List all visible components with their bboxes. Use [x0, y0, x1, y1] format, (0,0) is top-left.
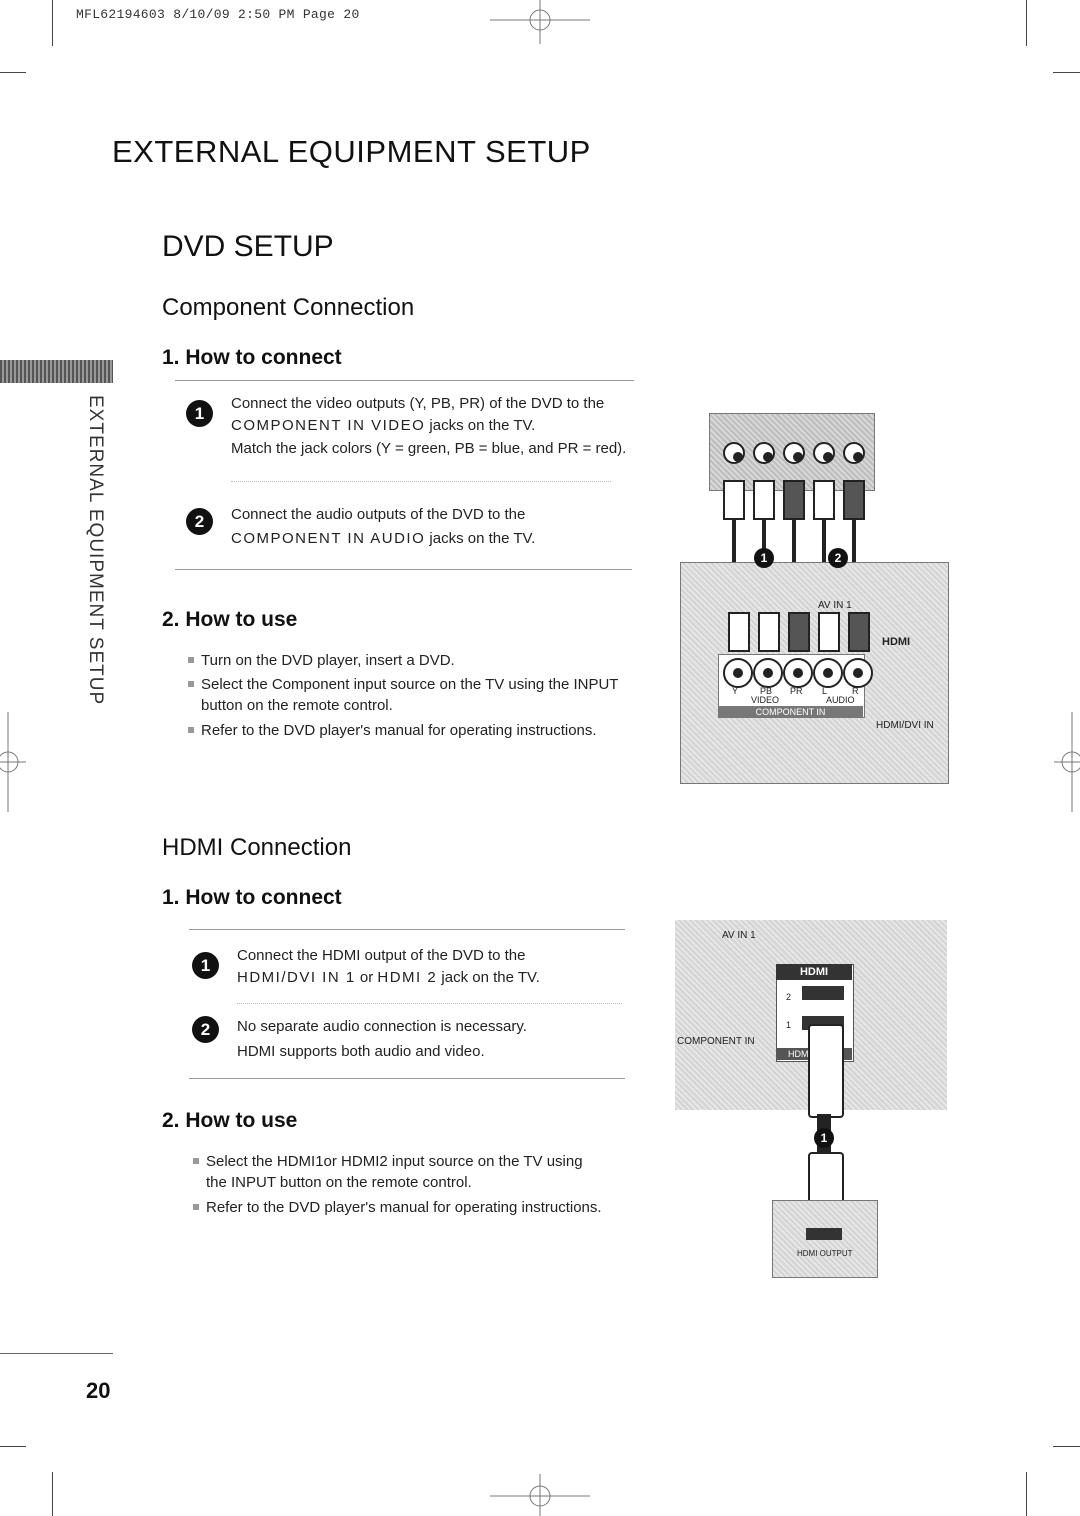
- tv-jack-pb: [753, 658, 783, 688]
- divider: [231, 481, 611, 482]
- tv-jack-pr: [783, 658, 813, 688]
- av-in-label: AV IN 1: [722, 930, 756, 941]
- component-in-label: COMPONENT IN: [718, 706, 863, 718]
- dvd-jack-r: [843, 442, 865, 464]
- divider: [189, 929, 625, 930]
- section-title: DVD SETUP: [162, 230, 334, 263]
- page-title: EXTERNAL EQUIPMENT SETUP: [112, 134, 591, 169]
- divider: [237, 1003, 622, 1004]
- crop-mark: [0, 72, 26, 73]
- dvd-jack-l: [813, 442, 835, 464]
- registration-mark-icon: [490, 1474, 590, 1516]
- dvd-jack-pb: [753, 442, 775, 464]
- dvd-jack-y: [723, 442, 745, 464]
- jack-label-pr: PR: [790, 686, 803, 696]
- step-number-1: 1: [186, 400, 213, 427]
- divider: [175, 569, 632, 570]
- crop-mark: [1053, 1446, 1080, 1447]
- plug-l: [813, 480, 835, 520]
- list-item: Turn on the DVD player, insert a DVD.: [188, 650, 621, 671]
- hdmi-port-2: [802, 986, 844, 1000]
- video-label: VIDEO: [751, 695, 780, 705]
- side-label: EXTERNAL EQUIPMENT SETUP: [85, 395, 106, 706]
- component-step1-line1: Connect the video outputs (Y, PB, PR) of…: [231, 395, 605, 412]
- footer-rule: [0, 1353, 113, 1354]
- plug-pr: [783, 480, 805, 520]
- tv-plug-r: [848, 612, 870, 652]
- page-number: 20: [86, 1378, 111, 1403]
- component-how-to-connect: 1. How to connect: [162, 346, 342, 369]
- crop-mark: [0, 1446, 26, 1447]
- hdmi-step1-line2: HDMI/DVI IN 1 or HDMI 2 jack on the TV.: [237, 969, 540, 986]
- crop-mark: [52, 0, 53, 46]
- hdmi-how-to-use: 2. How to use: [162, 1109, 298, 1132]
- tv-jack-r: [843, 658, 873, 688]
- hdmi-logo: HDMI: [882, 636, 911, 648]
- component-connection-title: Component Connection: [162, 294, 415, 321]
- port-2-label: 2: [786, 992, 792, 1002]
- list-item: Refer to the DVD player's manual for ope…: [188, 720, 621, 741]
- step-number-2: 2: [192, 1016, 219, 1043]
- registration-mark-icon: [490, 0, 590, 44]
- divider: [175, 380, 634, 381]
- crop-mark: [1026, 0, 1027, 46]
- list-item: Select the Component input source on the…: [188, 674, 621, 716]
- tv-jack-y: [723, 658, 753, 688]
- component-in-label: COMPONENT IN: [677, 1036, 755, 1047]
- hdmi-plug-top: [808, 1024, 844, 1118]
- crop-mark: [1026, 1472, 1027, 1516]
- registration-mark-icon: [1054, 712, 1080, 812]
- divider: [189, 1078, 625, 1079]
- hdmi-logo: HDMI: [776, 964, 852, 980]
- component-step2-line1: Connect the audio outputs of the DVD to …: [231, 506, 526, 523]
- dvd-hdmi-port: [806, 1228, 842, 1240]
- jack-label-y: Y: [732, 686, 739, 696]
- dvd-jack-pr: [783, 442, 805, 464]
- av-in-label: AV IN 1: [818, 600, 852, 611]
- hdmi-how-to-connect: 1. How to connect: [162, 886, 342, 909]
- tv-plug-y: [728, 612, 750, 652]
- plug-r: [843, 480, 865, 520]
- step-number-2: 2: [186, 508, 213, 535]
- list-item: Select the HDMI1or HDMI2 input source on…: [193, 1151, 606, 1193]
- hdmi-output-label: HDMI OUTPUT: [797, 1249, 853, 1258]
- plug-y: [723, 480, 745, 520]
- jack-label-pb: PB: [760, 686, 773, 696]
- component-step2-line2: COMPONENT IN AUDIO jacks on the TV.: [231, 530, 536, 547]
- registration-mark-icon: [0, 712, 26, 812]
- hdmi-dvi-label: HDMI/DVI IN: [876, 720, 934, 731]
- list-item: Refer to the DVD player's manual for ope…: [193, 1197, 616, 1218]
- marker-1: 1: [754, 548, 774, 568]
- marker-1: 1: [814, 1128, 834, 1148]
- print-slug: MFL62194603 8/10/09 2:50 PM Page 20: [76, 7, 360, 22]
- tv-plug-l: [818, 612, 840, 652]
- port-1-label: 1: [786, 1020, 792, 1030]
- crop-mark: [1053, 72, 1080, 73]
- plug-pb: [753, 480, 775, 520]
- hdmi-step2-line2: HDMI supports both audio and video.: [237, 1043, 485, 1060]
- tv-plug-pb: [758, 612, 780, 652]
- hdmi-connection-title: HDMI Connection: [162, 834, 352, 861]
- component-how-to-use: 2. How to use: [162, 608, 298, 631]
- side-tab-marker: [0, 360, 113, 383]
- jack-label-r: R: [852, 686, 859, 696]
- step-number-1: 1: [192, 952, 219, 979]
- hdmi-step1-line1: Connect the HDMI output of the DVD to th…: [237, 947, 526, 964]
- crop-mark: [52, 1472, 53, 1516]
- component-step1-line2: COMPONENT IN VIDEO jacks on the TV.: [231, 417, 536, 434]
- marker-2: 2: [828, 548, 848, 568]
- audio-label: AUDIO: [826, 695, 855, 705]
- tv-jack-l: [813, 658, 843, 688]
- component-step1-line3: Match the jack colors (Y = green, PB = b…: [231, 440, 627, 457]
- jack-label-l: L: [822, 686, 828, 696]
- hdmi-step2-line1: No separate audio connection is necessar…: [237, 1018, 527, 1035]
- tv-plug-pr: [788, 612, 810, 652]
